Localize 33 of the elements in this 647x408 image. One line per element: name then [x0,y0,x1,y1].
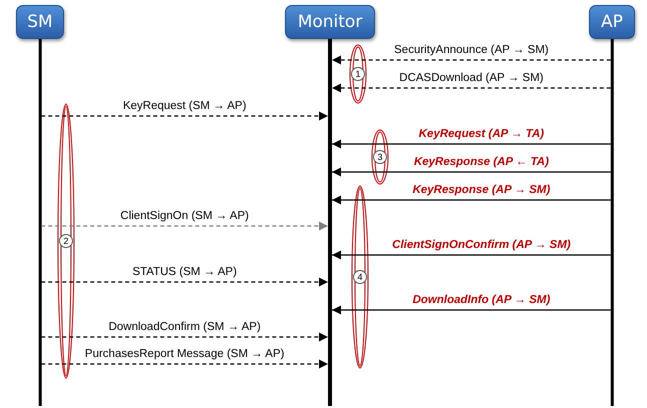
message-label: ClientSignOnConfirm (AP → SM) [392,239,571,252]
callout-number: 3 [373,150,387,164]
message-label: SecurityAnnounce (AP → SM) [394,44,549,57]
participant-box: AP [589,5,635,39]
participant-box: SM [16,5,64,39]
message-label: DownloadConfirm (SM → AP) [108,321,261,334]
participant-lifeline [285,5,375,406]
message-label: DCASDownload (AP → SM) [399,72,544,85]
message-label: KeyRequest (AP → TA) [418,128,544,141]
message-label: STATUS (SM → AP) [132,266,237,279]
message-label: KeyResponse (AP → SM) [412,184,550,197]
message-arrow [332,84,611,92]
message-arrow [332,306,611,314]
message-label: ClientSignOn (SM → AP) [120,210,249,223]
callout-number: 4 [353,270,367,284]
message-arrow [332,140,611,148]
callout-number: 2 [59,234,73,248]
callout-number: 1 [351,67,365,81]
message-arrow [41,112,328,120]
message-label: PurchasesReport Message (SM → AP) [84,348,284,361]
message-arrow [41,360,328,368]
message-label: KeyRequest (SM → AP) [122,100,246,113]
message-label: KeyResponse (AP ← TA) [414,156,549,169]
participant-lifeline [589,5,635,406]
message-arrow [332,168,611,176]
message-arrow [332,56,611,64]
message-arrow [332,196,611,204]
participant-lifeline [16,5,64,406]
message-arrow [41,278,328,286]
message-label: DownloadInfo (AP → SM) [412,294,550,307]
message-arrow [332,250,611,260]
message-arrow [41,332,328,342]
participant-box: Monitor [285,5,375,39]
